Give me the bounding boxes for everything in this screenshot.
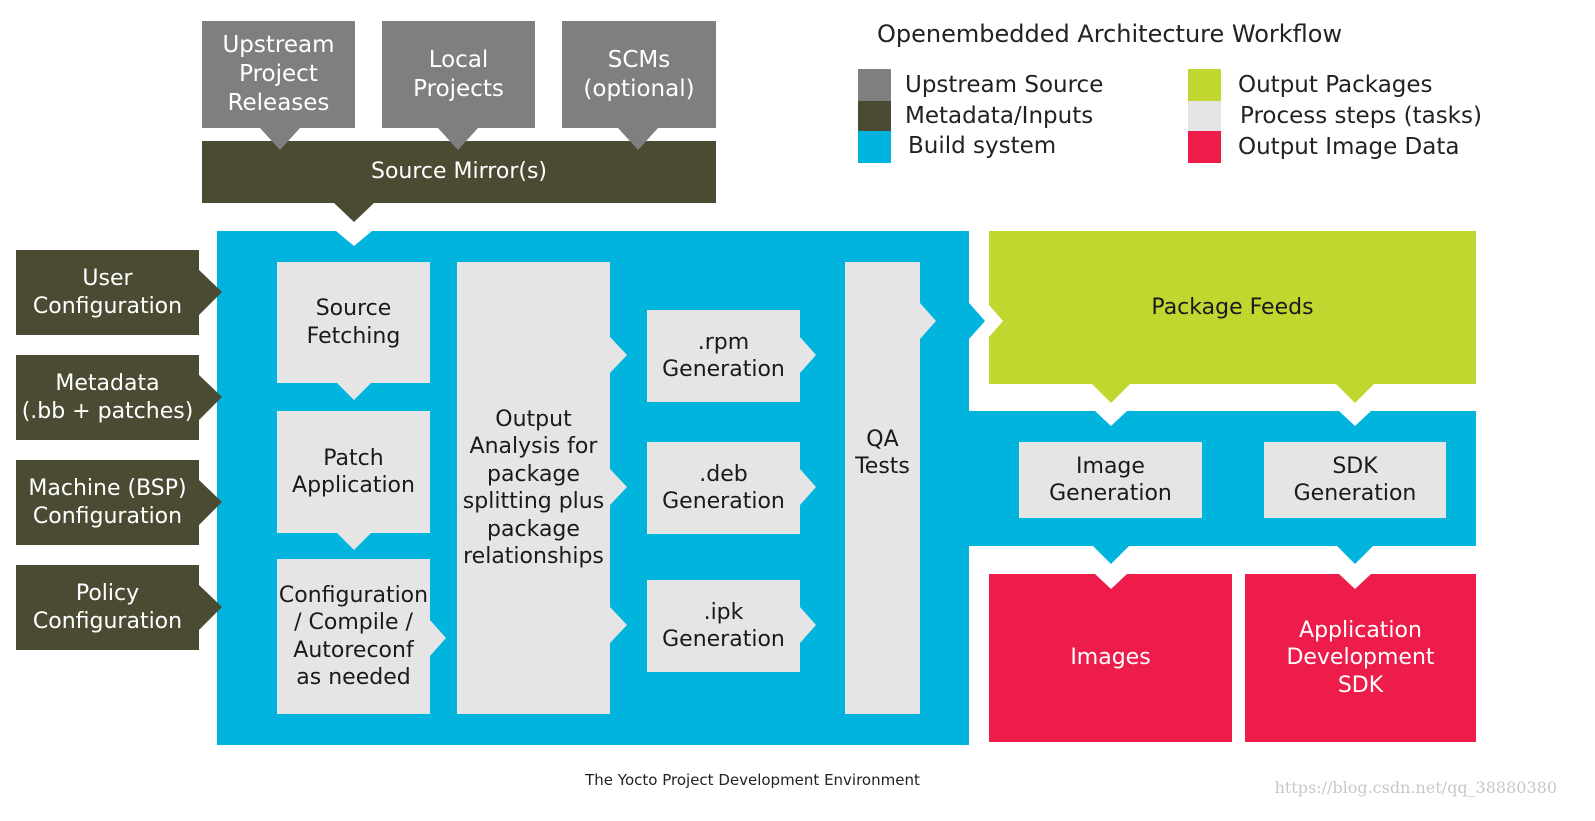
arrow-mirror-to-build [334,203,374,222]
source-fetching-step: Source Fetching [277,262,430,383]
package-feeds: Package Feeds [989,231,1476,384]
legend-label-build: Build system [908,133,1057,159]
legend-label-image: Output Image Data [1238,134,1460,160]
arrow-feeds-to-image [1092,384,1130,403]
qa-tests-step: QA Tests [845,262,920,714]
application-development-sdk: Application Development SDK [1245,574,1476,742]
output-analysis-step: Output Analysis for package splitting pl… [457,262,610,714]
arrow-build-to-feeds [969,303,985,339]
legend-label-upstream: Upstream Source [905,72,1104,98]
machine-bsp-configuration: Machine (BSP) Configuration [16,460,199,545]
source-mirrors: Source Mirror(s) [202,141,716,203]
images-output: Images [989,574,1232,742]
legend-swatch-packages [1188,69,1221,101]
legend-swatch-upstream [858,69,891,101]
figure-caption: The Yocto Project Development Environmen… [585,771,920,789]
legend-swatch-image [1188,131,1221,163]
legend-label-packages: Output Packages [1238,72,1433,98]
scms-optional: SCMs (optional) [562,21,716,128]
legend-label-process: Process steps (tasks) [1240,103,1482,129]
user-configuration: User Configuration [16,250,199,335]
legend-title: Openembedded Architecture Workflow [877,20,1343,48]
legend-swatch-build [858,131,891,163]
arrow-sdkgen-down [1337,546,1373,564]
policy-configuration: Policy Configuration [16,565,199,650]
upstream-project-releases: Upstream Project Releases [202,21,355,128]
arrow-feeds-to-sdk [1336,384,1374,403]
local-projects: Local Projects [382,21,535,128]
image-generation-step: Image Generation [1019,442,1202,518]
legend-label-metadata: Metadata/Inputs [905,103,1094,129]
ipk-generation-step: .ipk Generation [647,580,800,672]
configure-compile-step: Configuration / Compile / Autoreconf as … [277,559,430,714]
legend-swatch-metadata [858,101,891,133]
metadata-bb-patches: Metadata (.bb + patches) [16,355,199,440]
arrow-imagegen-down [1093,546,1129,564]
sdk-generation-step: SDK Generation [1264,442,1446,518]
legend-swatch-process [1188,101,1221,133]
watermark-url: https://blog.csdn.net/qq_38880380 [1274,778,1557,797]
rpm-generation-step: .rpm Generation [647,310,800,402]
patch-application-step: Patch Application [277,411,430,533]
deb-generation-step: .deb Generation [647,442,800,534]
